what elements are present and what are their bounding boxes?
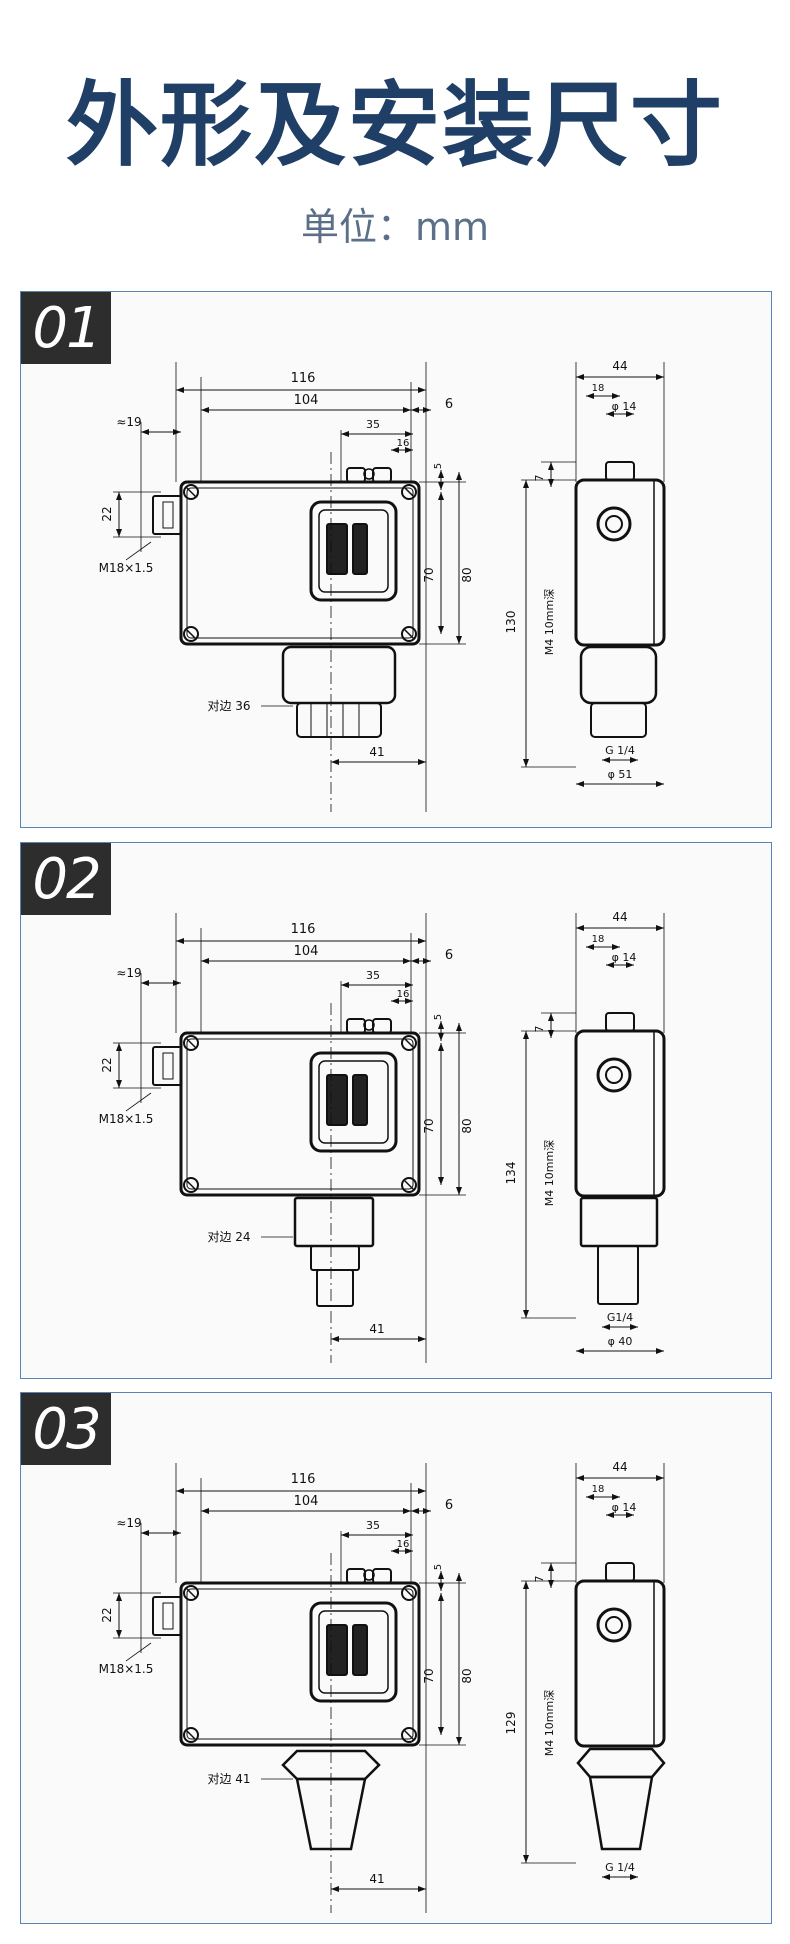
dim-35: 35: [366, 969, 380, 982]
dim-116: 116: [291, 922, 316, 937]
dim-116: 116: [291, 371, 316, 386]
dim-7: 7: [533, 1026, 546, 1033]
dim-approx-19: ≈19: [116, 1516, 141, 1530]
dim-g-1-4: G1/4: [607, 1311, 633, 1324]
flats-label: 对边 41: [207, 1772, 250, 1786]
dim-41: 41: [369, 745, 384, 759]
dim-6: 6: [445, 948, 453, 963]
dim-22: 22: [100, 1057, 114, 1072]
dim-height: 130: [504, 611, 518, 634]
side-view: 44 18 φ 14 7 134 M4 10mm深 G1/4 φ 40: [504, 910, 666, 1354]
dim-6: 6: [445, 397, 453, 412]
dim-g-1-4: G 1/4: [605, 744, 635, 757]
dim-116: 116: [291, 1472, 316, 1487]
m4-depth-label: M4 10mm深: [543, 1140, 556, 1206]
dim-70: 70: [422, 567, 436, 582]
dim-80: 80: [460, 567, 474, 582]
dim-side-44: 44: [612, 910, 627, 924]
dim-phi-outer: φ 40: [608, 1335, 633, 1348]
dim-16: 16: [397, 1539, 410, 1550]
dim-70: 70: [422, 1668, 436, 1683]
dim-22: 22: [100, 506, 114, 521]
thread-label: M18×1.5: [99, 1662, 154, 1676]
dim-16: 16: [397, 989, 410, 1000]
dim-22: 22: [100, 1607, 114, 1622]
dim-g-1-4: G 1/4: [605, 1861, 635, 1874]
dim-35: 35: [366, 1519, 380, 1532]
dim-41: 41: [369, 1322, 384, 1336]
dim-side-18: 18: [592, 1484, 605, 1495]
panel-number-badge: 02: [21, 843, 111, 915]
dim-5: 5: [433, 1014, 444, 1020]
dim-phi-14: φ 14: [612, 951, 637, 964]
side-view: 44 18 φ 14 7 129 M4 10mm深 G 1/4: [504, 1460, 666, 1880]
thread-label: M18×1.5: [99, 1112, 154, 1126]
dim-side-18: 18: [592, 383, 605, 394]
dim-80: 80: [460, 1118, 474, 1133]
dim-7: 7: [533, 1576, 546, 1583]
m4-depth-label: M4 10mm深: [543, 1690, 556, 1756]
dim-side-44: 44: [612, 1460, 627, 1474]
thread-label: M18×1.5: [99, 561, 154, 575]
panel-number-badge: 01: [21, 292, 111, 364]
dim-height: 134: [504, 1162, 518, 1185]
dim-phi-outer: φ 51: [608, 768, 633, 781]
flats-label: 对边 24: [207, 1230, 250, 1244]
dim-approx-19: ≈19: [116, 966, 141, 980]
dim-35: 35: [366, 418, 380, 431]
dim-approx-19: ≈19: [116, 415, 141, 429]
dim-5: 5: [433, 1564, 444, 1570]
m4-depth-label: M4 10mm深: [543, 589, 556, 655]
flats-label: 对边 36: [207, 699, 250, 713]
dim-16: 16: [397, 438, 410, 449]
dim-80: 80: [460, 1668, 474, 1683]
dim-side-44: 44: [612, 359, 627, 373]
dim-104: 104: [294, 1494, 319, 1509]
dim-41: 41: [369, 1872, 384, 1886]
dim-6: 6: [445, 1498, 453, 1513]
dim-phi-14: φ 14: [612, 400, 637, 413]
dim-70: 70: [422, 1118, 436, 1133]
page-title: 外形及安装尺寸: [65, 72, 724, 179]
dim-height: 129: [504, 1712, 518, 1735]
unit-label: 单位：mm: [300, 205, 490, 249]
side-view: 44 18 φ 14 7 130 M4 10mm深 G 1/4 φ 51: [504, 359, 666, 787]
dim-7: 7: [533, 475, 546, 482]
dim-5: 5: [433, 463, 444, 469]
dim-phi-14: φ 14: [612, 1501, 637, 1514]
dim-side-18: 18: [592, 934, 605, 945]
dim-104: 104: [294, 944, 319, 959]
dim-104: 104: [294, 393, 319, 408]
panel-number-badge: 03: [21, 1393, 111, 1465]
